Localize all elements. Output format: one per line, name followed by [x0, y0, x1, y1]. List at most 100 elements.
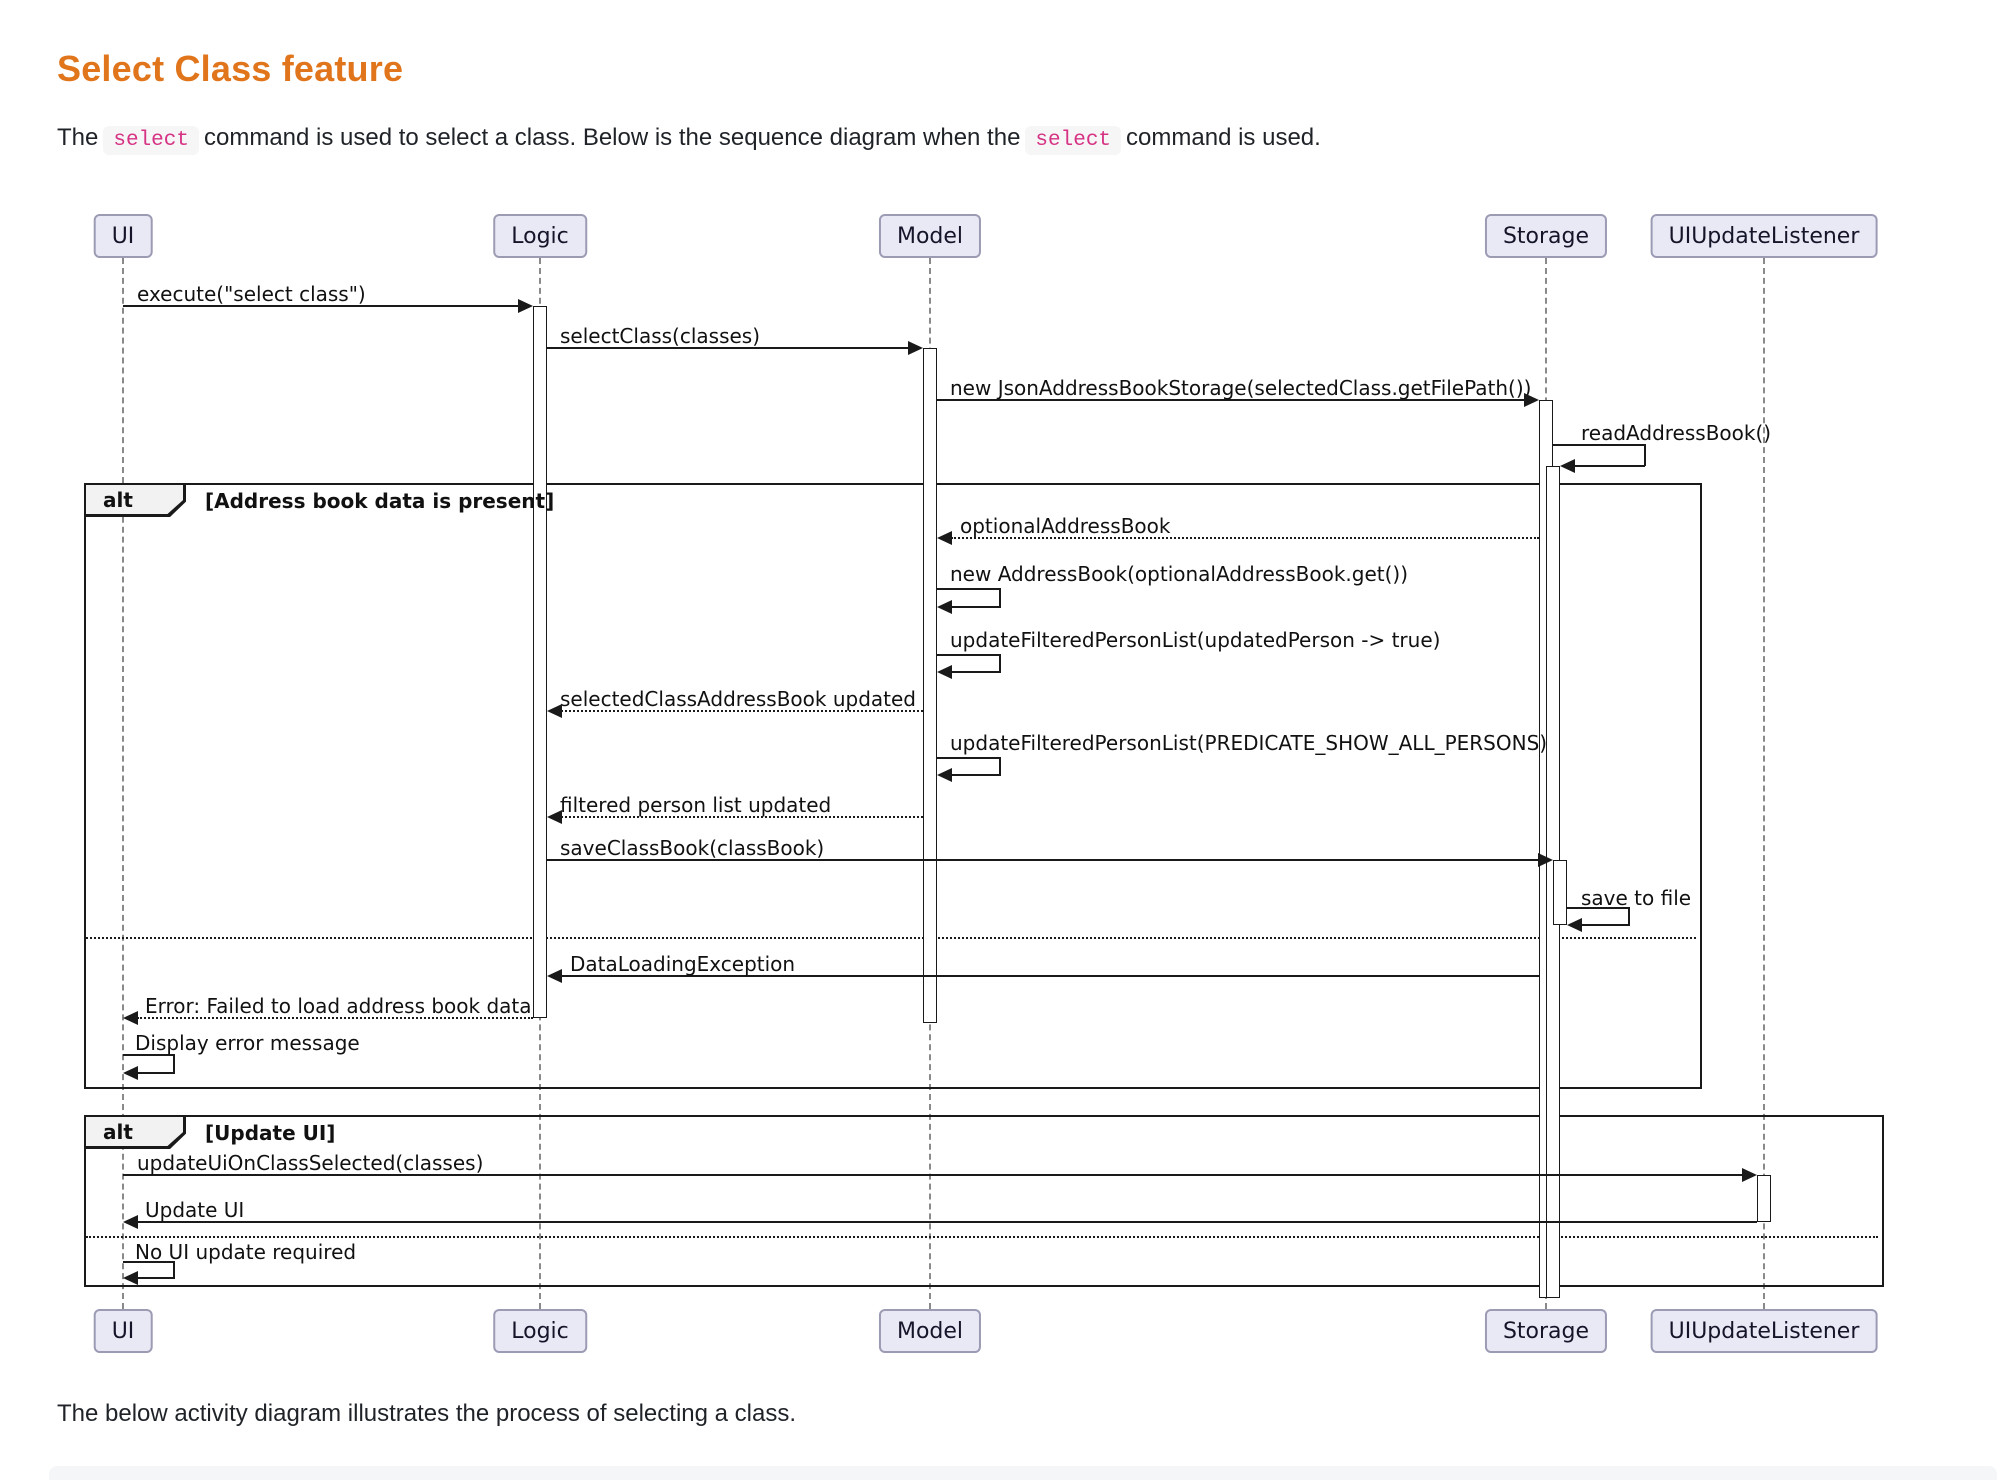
message-line-nuu-top — [123, 1261, 175, 1263]
message-line-nuu-side — [173, 1261, 175, 1279]
message-line-new-ab-top — [937, 588, 1001, 590]
message-label-new-address-book: new AddressBook(optionalAddressBook.get(… — [950, 562, 1409, 586]
alt-frame-2 — [84, 1115, 1884, 1287]
message-line-stf-side — [1628, 907, 1630, 926]
alt-operator-badge-1: alt — [86, 485, 186, 517]
arrowhead-left-icon — [1567, 918, 1582, 932]
message-line-execute — [123, 305, 519, 307]
alt-frame-1 — [84, 483, 1702, 1089]
arrowhead-left-icon — [123, 1271, 138, 1285]
message-line-uft-bottom — [951, 671, 1001, 673]
message-line-save-class-book — [547, 859, 1539, 861]
message-line-error-failed — [137, 1017, 533, 1019]
intro-text-pre: The — [57, 124, 99, 151]
arrowhead-right-icon — [1538, 853, 1553, 867]
message-line-de-side — [173, 1054, 175, 1074]
message-line-ufp-bottom — [951, 774, 1001, 776]
message-line-de-top — [123, 1054, 175, 1056]
arrowhead-right-icon — [908, 341, 923, 355]
arrowhead-left-icon — [123, 1011, 138, 1025]
message-line-update-ui — [137, 1221, 1757, 1223]
message-label-display-error: Display error message — [135, 1031, 360, 1055]
message-line-update-ui-on-class-selected — [123, 1174, 1743, 1176]
message-label-update-filtered-predicate: updateFilteredPersonList(PREDICATE_SHOW_… — [950, 731, 1548, 755]
code-block-top-edge — [49, 1466, 1997, 1480]
message-label-save-class-book: saveClassBook(classBook) — [560, 836, 825, 860]
message-line-new-ab-side — [999, 588, 1001, 608]
message-line-data-loading-exception — [561, 975, 1539, 977]
message-label-update-filtered-true: updateFilteredPersonList(updatedPerson -… — [950, 628, 1441, 652]
message-label-filtered-updated: filtered person list updated — [560, 793, 832, 817]
alt-divider-1 — [86, 937, 1696, 939]
alt-divider-2 — [86, 1236, 1878, 1238]
message-label-no-ui-update: No UI update required — [135, 1240, 357, 1264]
message-line-read-self-side — [1644, 444, 1646, 466]
participant-storage-top: Storage — [1484, 214, 1608, 258]
arrowhead-left-icon — [123, 1215, 138, 1229]
message-line-new-storage — [937, 399, 1525, 401]
message-line-uft-side — [999, 654, 1001, 673]
arrowhead-left-icon — [937, 665, 952, 679]
message-label-new-storage: new JsonAddressBookStorage(selectedClass… — [950, 376, 1532, 400]
alt-guard-2: [Update UI] — [205, 1121, 336, 1145]
message-line-optional-address-book — [951, 537, 1539, 539]
arrowhead-left-icon — [123, 1066, 138, 1080]
arrowhead-right-icon — [518, 299, 533, 313]
message-label-error-failed: Error: Failed to load address book data — [145, 994, 532, 1018]
message-line-read-self-top — [1553, 444, 1645, 446]
alt-guard-1: [Address book data is present] — [205, 489, 555, 513]
arrowhead-left-icon — [547, 969, 562, 983]
arrowhead-left-icon — [937, 600, 952, 614]
arrowhead-right-icon — [1742, 1168, 1757, 1182]
participant-logic-bottom: Logic — [493, 1309, 587, 1353]
message-label-update-ui-on-class-selected: updateUiOnClassSelected(classes) — [137, 1151, 484, 1175]
arrowhead-left-icon — [937, 768, 952, 782]
arrowhead-left-icon — [547, 704, 562, 718]
outro-paragraph: The below activity diagram illustrates t… — [57, 1400, 796, 1427]
arrowhead-right-icon — [1524, 393, 1539, 407]
participant-logic-top: Logic — [493, 214, 587, 258]
participant-ui-bottom: UI — [93, 1309, 153, 1353]
message-label-save-to-file: save to file — [1581, 886, 1692, 910]
activation-uiupdatelistener — [1757, 1175, 1771, 1222]
message-line-de-bottom — [137, 1072, 175, 1074]
message-label-data-loading-exception: DataLoadingException — [570, 952, 796, 976]
arrowhead-left-icon — [937, 531, 952, 545]
message-label-optional-address-book: optionalAddressBook — [960, 514, 1171, 538]
participant-uiupdatelistener-top: UIUpdateListener — [1650, 214, 1878, 258]
message-line-select-class — [547, 347, 909, 349]
activation-model — [923, 348, 937, 1023]
message-line-uft-top — [937, 654, 1001, 656]
message-label-read-address-book: readAddressBook() — [1581, 421, 1772, 445]
message-line-new-ab-bottom — [951, 606, 1001, 608]
message-line-ufp-side — [999, 757, 1001, 776]
page-title: Select Class feature — [57, 47, 404, 89]
inline-code-select-1: select — [103, 126, 199, 155]
activation-logic — [533, 306, 547, 1018]
intro-text-mid: command is used to select a class. Below… — [203, 124, 1021, 151]
alt-operator-badge-2: alt — [86, 1117, 186, 1149]
participant-storage-bottom: Storage — [1484, 1309, 1608, 1353]
message-label-execute: execute("select class") — [137, 282, 366, 306]
message-line-nuu-bottom — [137, 1277, 175, 1279]
message-label-update-ui: Update UI — [145, 1198, 245, 1222]
participant-model-top: Model — [878, 214, 982, 258]
inline-code-select-2: select — [1025, 126, 1122, 155]
message-line-selected-class-updated — [561, 710, 923, 712]
message-line-ufp-top — [937, 757, 1001, 759]
message-line-stf-top — [1567, 907, 1630, 909]
message-label-selected-class-updated: selectedClassAddressBook updated — [560, 687, 916, 711]
lifeline-ui — [122, 258, 124, 1309]
message-line-filtered-updated — [561, 816, 923, 818]
arrowhead-left-icon — [547, 810, 562, 824]
participant-uiupdatelistener-bottom: UIUpdateListener — [1650, 1309, 1878, 1353]
intro-text-post: command is used. — [1126, 124, 1321, 151]
alt-operator-label: alt — [86, 485, 183, 514]
alt-operator-label: alt — [86, 1117, 183, 1146]
message-line-stf-bottom — [1581, 924, 1630, 926]
message-label-select-class: selectClass(classes) — [560, 324, 761, 348]
activation-storage-save — [1553, 860, 1567, 925]
message-line-read-self-bottom — [1574, 465, 1645, 467]
